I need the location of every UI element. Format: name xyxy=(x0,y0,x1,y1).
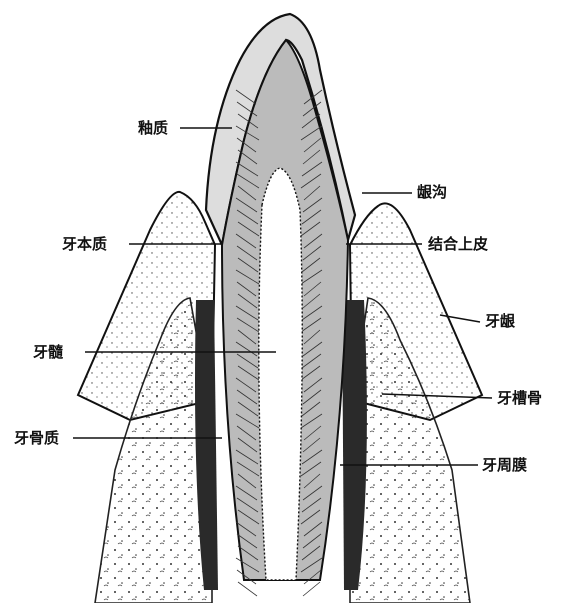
label-junctional-epithelium: 结合上皮 xyxy=(428,235,488,253)
label-periodontal-ligament: 牙周膜 xyxy=(482,456,527,474)
label-pulp: 牙髓 xyxy=(33,343,63,361)
dentin-tubule xyxy=(303,582,320,596)
label-gingival-sulcus: 龈沟 xyxy=(417,183,447,201)
label-alveolar-bone: 牙槽骨 xyxy=(497,389,542,407)
label-enamel: 釉质 xyxy=(138,119,168,137)
label-gingiva: 牙龈 xyxy=(485,312,515,330)
dentin-tubule xyxy=(238,582,257,596)
label-cementum: 牙骨质 xyxy=(14,429,59,447)
label-dentin: 牙本质 xyxy=(62,235,107,253)
pulp-chamber xyxy=(259,168,302,580)
